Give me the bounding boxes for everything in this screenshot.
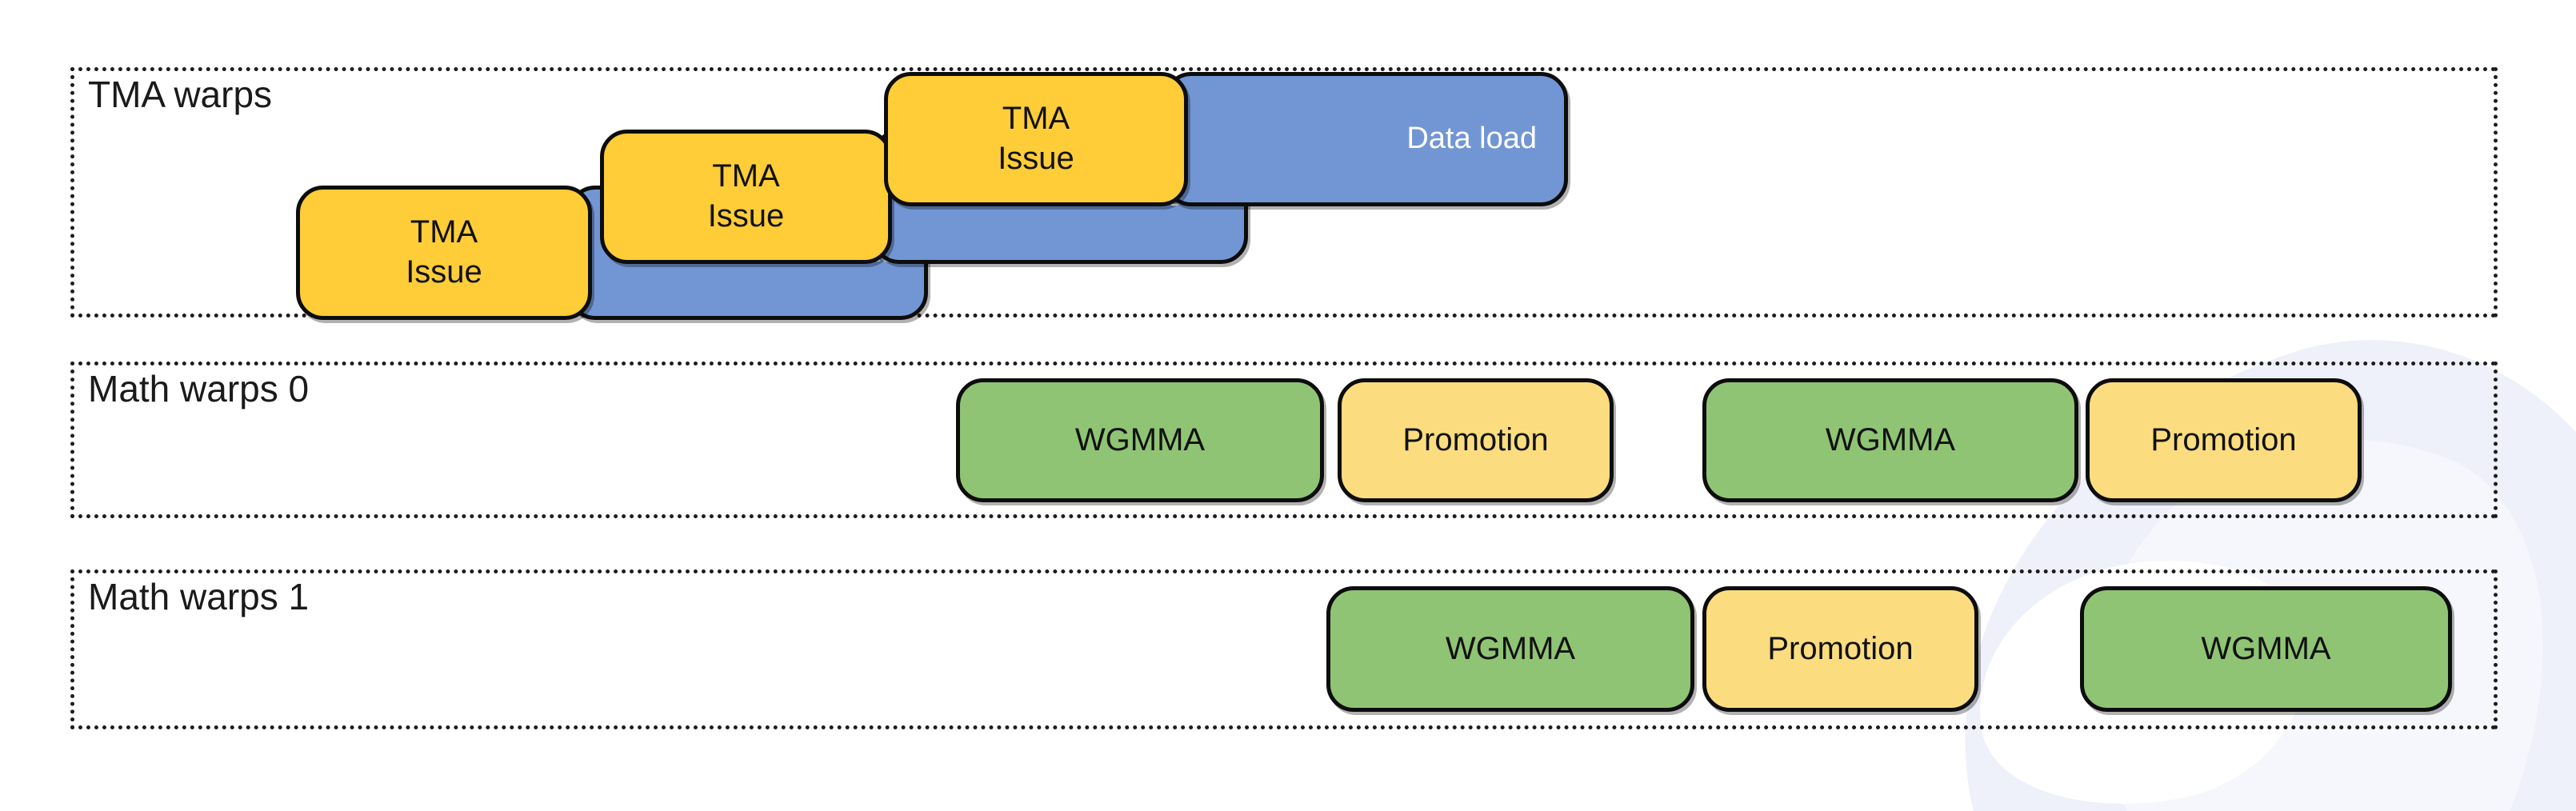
block-wgmma-0-2: WGMMA (1702, 378, 2078, 502)
block-wgmma-0-1: WGMMA (956, 378, 1324, 502)
block-label: WGMMA (1445, 630, 1576, 666)
block-wgmma-1-2: WGMMA (2080, 586, 2452, 712)
block-promotion-0-2: Promotion (2086, 378, 2362, 502)
lane-label-tma-warps: TMA warps (88, 74, 273, 115)
lane-tma-warps (70, 67, 2498, 318)
block-promotion-0-1: Promotion (1338, 378, 1614, 502)
block-label: Data load (1406, 122, 1537, 156)
lane-label-math-warps-0: Math warps 0 (88, 368, 310, 409)
block-wgmma-1-1: WGMMA (1326, 586, 1694, 712)
background-watermark-shape-1 (1868, 268, 2576, 811)
block-label: Promotion (2150, 421, 2297, 457)
block-label: WGMMA (1825, 421, 1956, 457)
block-promotion-1-1: Promotion (1702, 586, 1978, 712)
block-label: Promotion (1767, 630, 1914, 666)
lane-label-math-warps-1: Math warps 1 (88, 576, 310, 617)
block-data-load-3: Data load (1164, 72, 1568, 206)
block-label: WGMMA (2201, 630, 2331, 666)
block-label: Promotion (1402, 421, 1549, 457)
block-label: WGMMA (1074, 421, 1206, 457)
